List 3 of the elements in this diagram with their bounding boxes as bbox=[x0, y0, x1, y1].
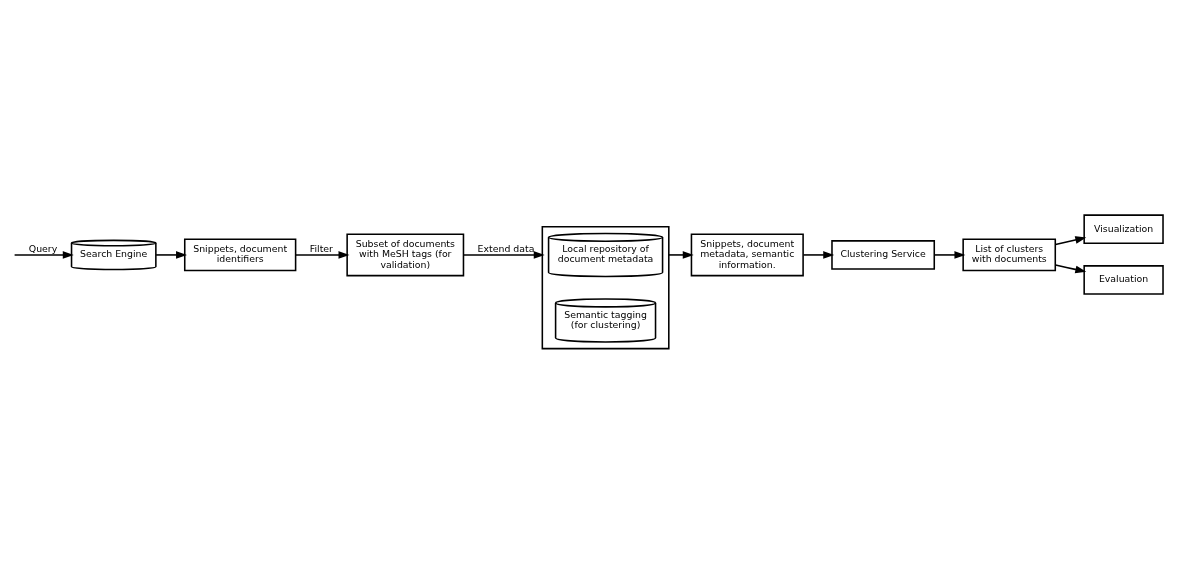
edge-label: Query bbox=[28, 242, 58, 254]
edge-label: Filter bbox=[309, 242, 333, 254]
edge-label: Extend data bbox=[477, 242, 535, 254]
